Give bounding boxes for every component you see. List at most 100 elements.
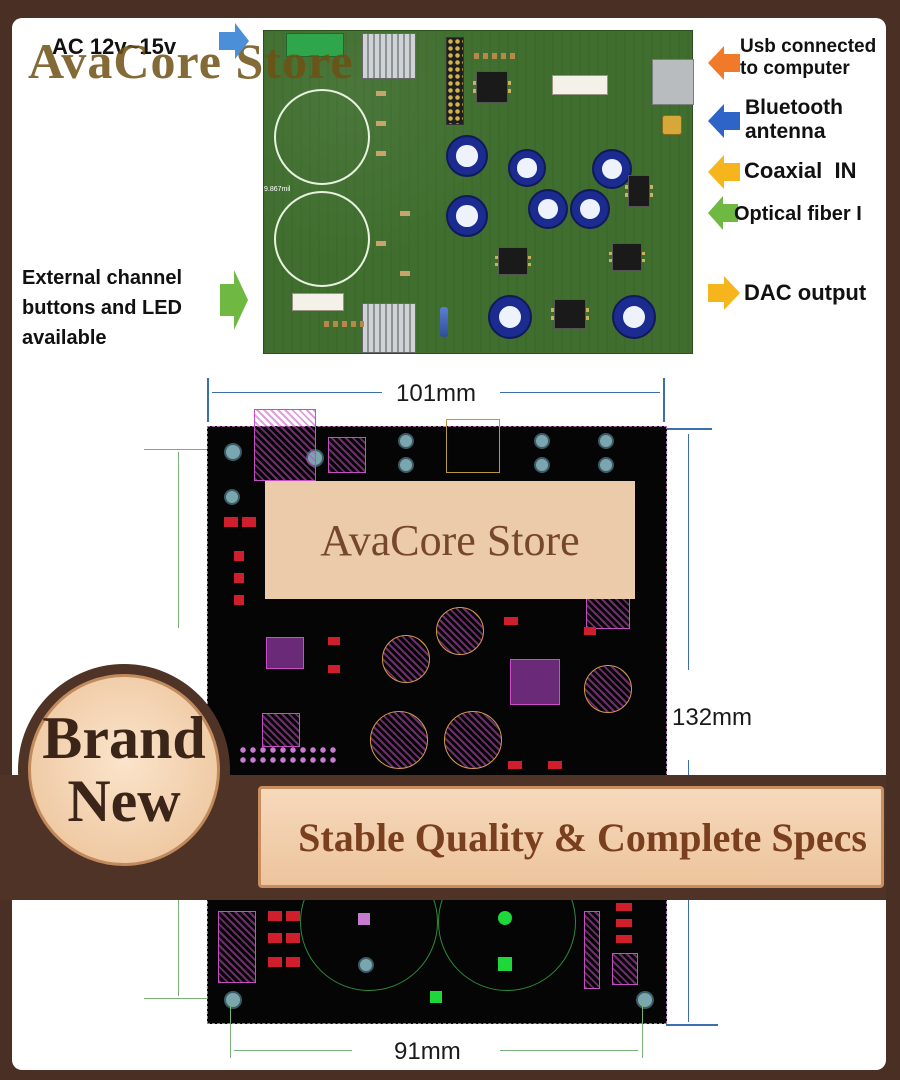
via bbox=[598, 457, 614, 473]
usb-footprint bbox=[254, 409, 316, 481]
smd-pad bbox=[224, 517, 238, 527]
store-overlay-text: AvaCore Store bbox=[320, 515, 580, 565]
smd-part bbox=[376, 91, 386, 96]
usb-arrow-icon bbox=[708, 46, 740, 80]
smd-pad bbox=[584, 627, 596, 635]
mounting-hole bbox=[636, 991, 654, 1009]
ic-footprint bbox=[266, 637, 304, 669]
connector bbox=[552, 75, 608, 95]
via bbox=[398, 457, 414, 473]
badge-line-1: Brand bbox=[42, 705, 206, 771]
via bbox=[534, 433, 550, 449]
smd-pad bbox=[268, 933, 282, 943]
dimension-tick bbox=[207, 378, 209, 422]
electrolytic-capacitor bbox=[508, 149, 546, 187]
pad-row bbox=[324, 321, 364, 327]
smd-pad bbox=[616, 903, 632, 911]
connector-footprint bbox=[584, 911, 600, 989]
usb-label: Usb connected to computer bbox=[740, 36, 877, 79]
resistor bbox=[440, 307, 448, 337]
electrolytic-capacitor bbox=[528, 189, 568, 229]
capacitor-pad bbox=[358, 957, 374, 973]
width-dimension-bottom: 91mm bbox=[394, 1038, 461, 1065]
bluetooth-label: Bluetooth antenna bbox=[745, 96, 843, 144]
ic-footprint bbox=[262, 713, 300, 747]
ic-chip bbox=[495, 247, 531, 275]
height-dimension: 132mm bbox=[672, 704, 753, 731]
brand-new-badge: Brand New bbox=[28, 674, 220, 866]
optical-arrow-icon bbox=[708, 196, 738, 230]
capacitor-footprint bbox=[436, 607, 484, 655]
electrolytic-capacitor bbox=[592, 149, 632, 189]
electrolytic-capacitor bbox=[446, 135, 488, 177]
via bbox=[598, 433, 614, 449]
dimension-line bbox=[234, 1050, 352, 1051]
capacitor-footprint bbox=[444, 711, 502, 769]
quality-banner-text: Stable Quality & Complete Specs bbox=[298, 814, 867, 860]
smd-pad bbox=[548, 761, 562, 769]
smd-pad bbox=[286, 933, 300, 943]
capacitor-footprint bbox=[382, 635, 430, 683]
pin-header-footprint bbox=[238, 745, 338, 765]
dimension-line bbox=[178, 452, 179, 628]
via bbox=[398, 433, 414, 449]
dimension-tick bbox=[642, 1002, 643, 1058]
electrolytic-capacitor bbox=[612, 295, 656, 339]
smd-part bbox=[376, 241, 386, 246]
smd-pad bbox=[234, 573, 244, 583]
via bbox=[534, 457, 550, 473]
electrolytic-capacitor bbox=[446, 195, 488, 237]
smd-pad bbox=[286, 957, 300, 967]
pcb-silk-label: 9.867mil bbox=[264, 186, 291, 193]
smd-pad bbox=[234, 595, 244, 605]
smd-pad bbox=[328, 637, 340, 645]
heatsink bbox=[362, 33, 416, 79]
smd-pad bbox=[286, 911, 300, 921]
smd-pad bbox=[268, 957, 282, 967]
connector-outline bbox=[446, 419, 500, 473]
electrolytic-capacitor bbox=[570, 189, 610, 229]
coaxial-arrow-icon bbox=[708, 155, 740, 189]
dimension-line bbox=[688, 434, 689, 670]
smd-part bbox=[400, 211, 410, 216]
smd-pad bbox=[616, 919, 632, 927]
filter-capacitor bbox=[274, 191, 370, 287]
ic-chip bbox=[625, 175, 653, 207]
dimension-line bbox=[500, 392, 660, 393]
heatsink bbox=[362, 303, 416, 353]
pad-row bbox=[474, 53, 518, 59]
smd-pad bbox=[504, 617, 518, 625]
store-overlay: AvaCore Store bbox=[265, 481, 635, 599]
pcb-photo: 9.867mil bbox=[263, 30, 694, 354]
ac-input-terminal bbox=[286, 33, 344, 57]
switch-footprint bbox=[328, 437, 366, 473]
smd-pad bbox=[268, 911, 282, 921]
dac-arrow-icon bbox=[708, 276, 740, 310]
dimension-tick bbox=[144, 449, 230, 450]
capacitor-pad bbox=[498, 911, 512, 925]
width-dimension-top: 101mm bbox=[396, 380, 477, 407]
dsp-footprint bbox=[510, 659, 560, 705]
led-pad bbox=[430, 991, 442, 1003]
dimension-tick bbox=[666, 1024, 718, 1026]
button-footprint bbox=[612, 953, 638, 985]
smd-part bbox=[376, 121, 386, 126]
ic-chip bbox=[473, 71, 511, 103]
smd-pad bbox=[234, 551, 244, 561]
quality-banner: Stable Quality & Complete Specs bbox=[258, 786, 884, 888]
capacitor-pad bbox=[498, 957, 512, 971]
optical-label: Optical fiber I bbox=[734, 203, 862, 225]
bluetooth-arrow-icon bbox=[708, 104, 740, 138]
dimension-tick bbox=[666, 428, 712, 430]
terminal-footprint bbox=[218, 911, 256, 983]
capacitor-pad bbox=[358, 913, 370, 925]
external-arrow-icon bbox=[220, 270, 248, 330]
smd-pad bbox=[328, 665, 340, 673]
via bbox=[224, 489, 240, 505]
badge-line-2: New bbox=[67, 768, 181, 834]
dimension-line bbox=[212, 392, 382, 393]
store-watermark: AvaCore Store bbox=[28, 33, 354, 89]
smd-part bbox=[376, 151, 386, 156]
dimension-tick bbox=[144, 998, 230, 999]
filter-capacitor bbox=[274, 89, 370, 185]
